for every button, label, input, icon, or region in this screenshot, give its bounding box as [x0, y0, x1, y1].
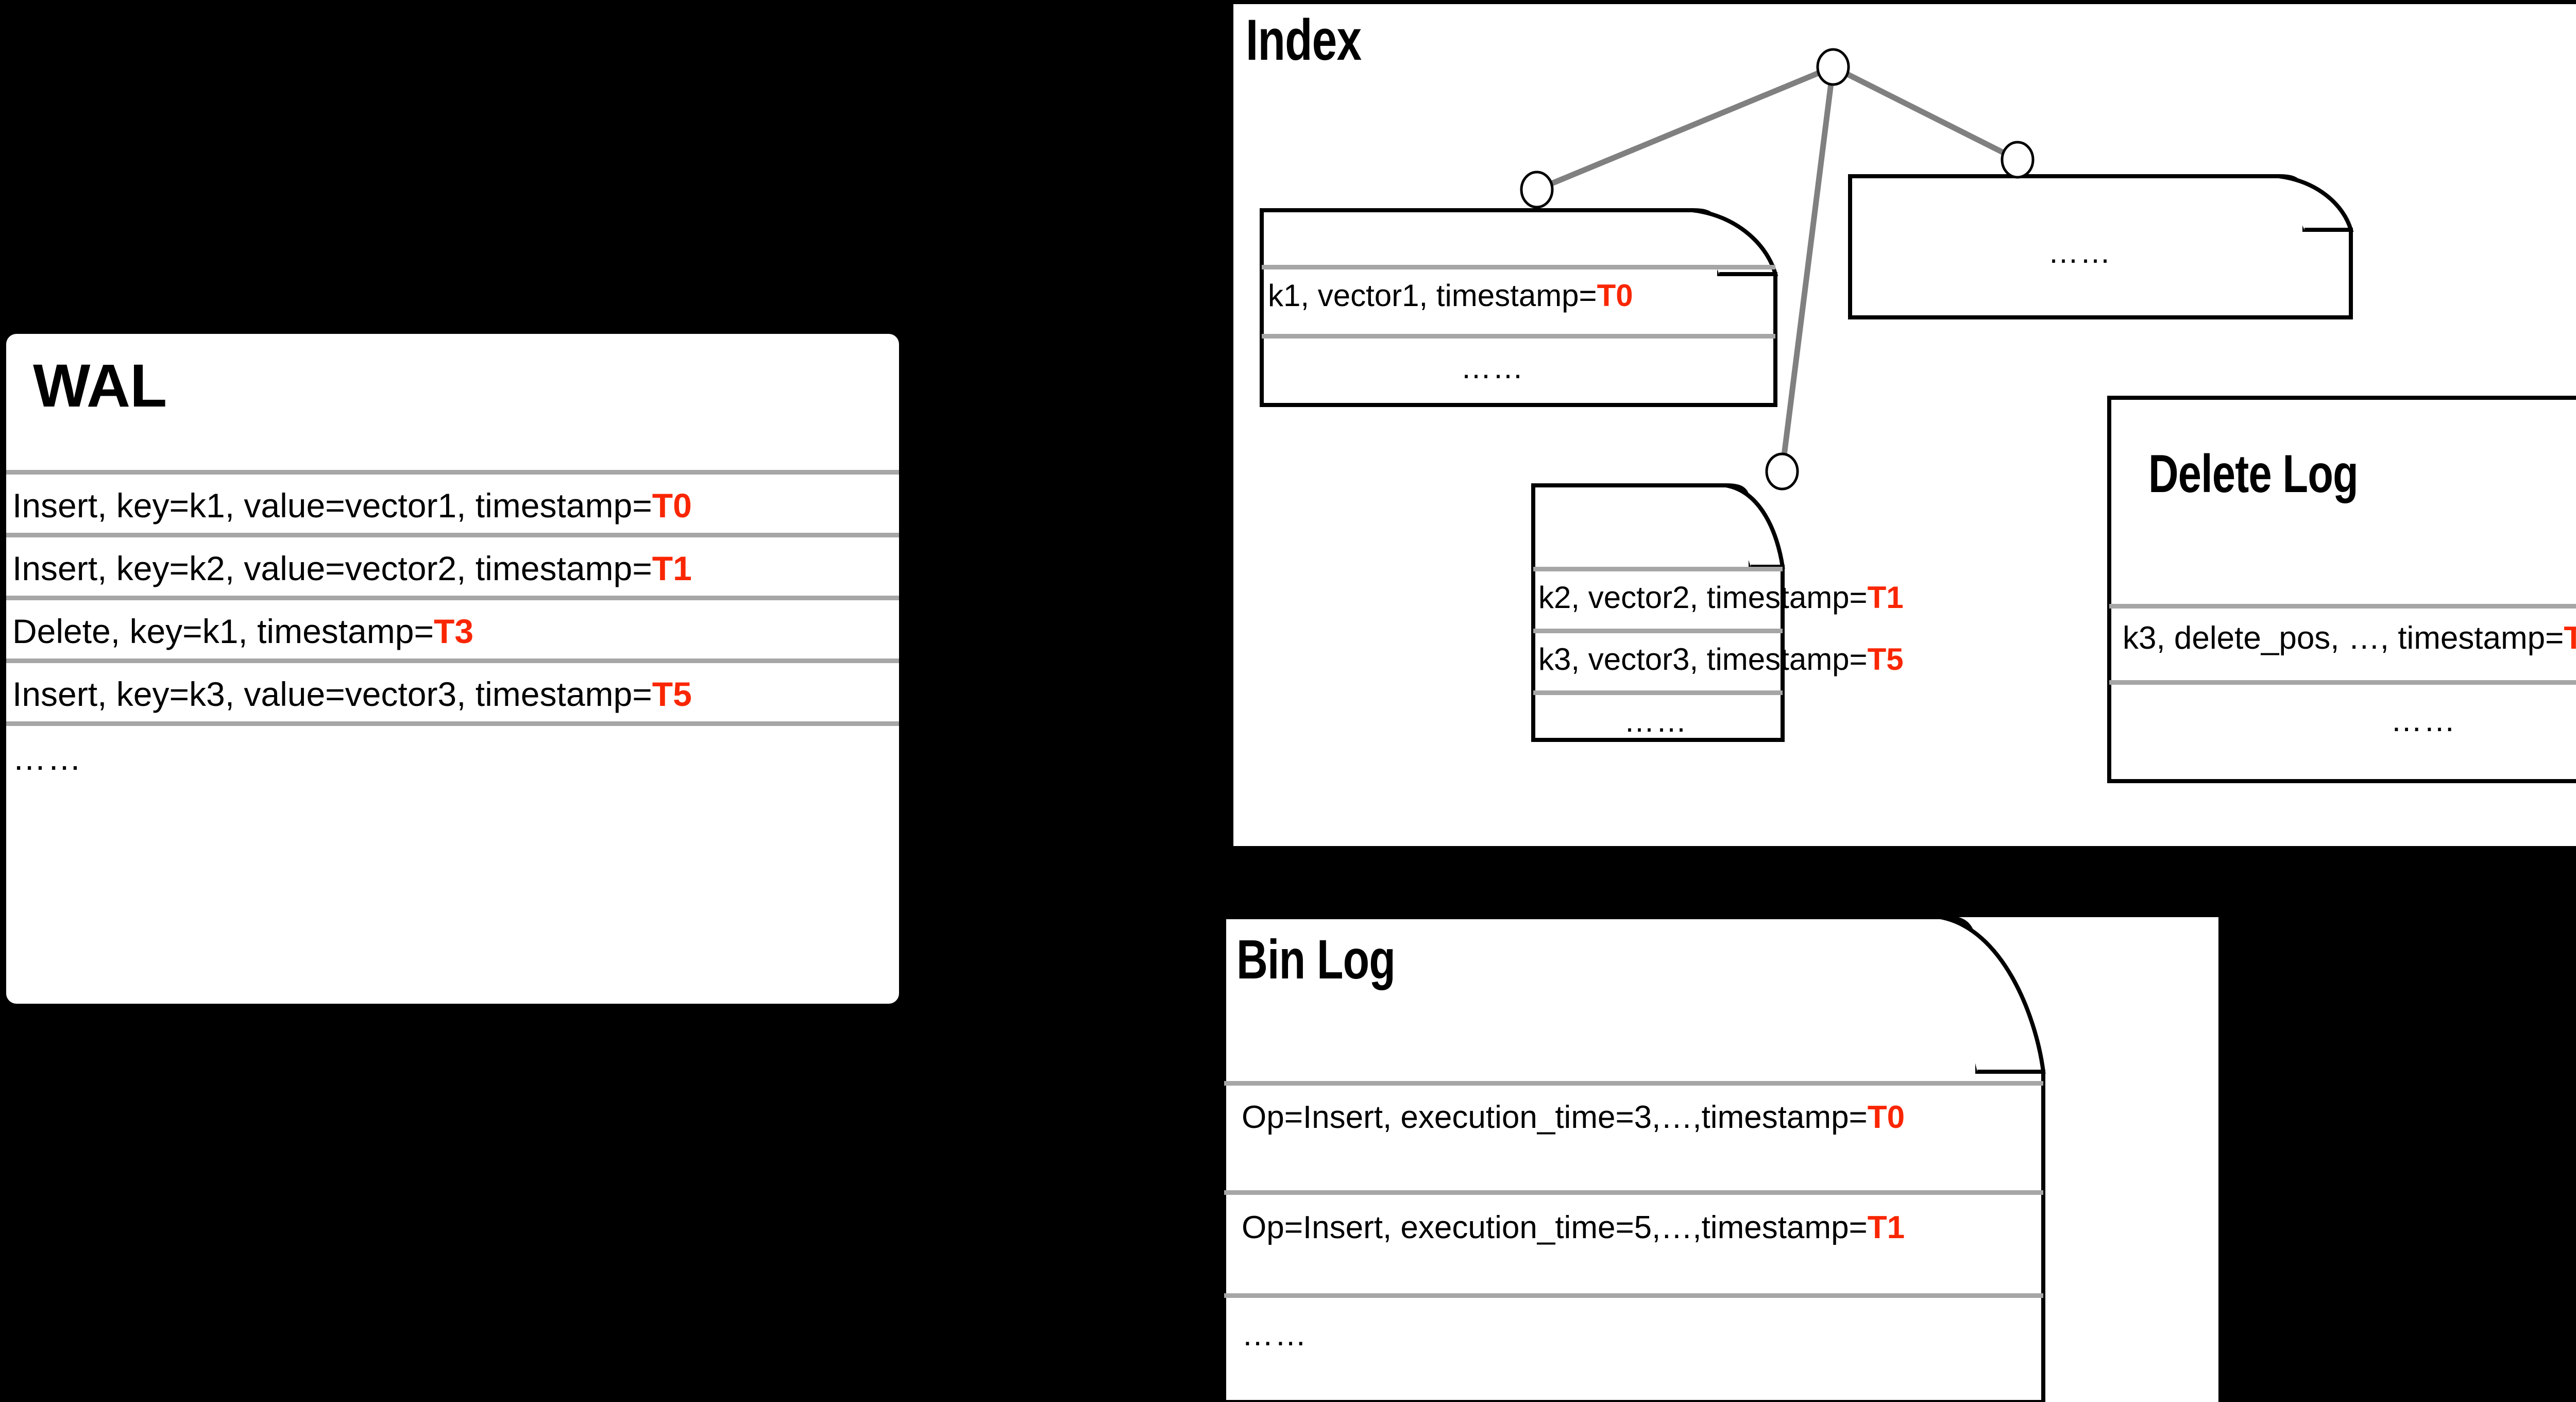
index-node-k2-k3-row-1-text: k3, vector3, timestamp=	[1538, 642, 1868, 677]
bin-log-row-0-text: Op=Insert, execution_time=3,…,timestamp=	[1242, 1100, 1868, 1135]
wal-row-2-timestamp: T3	[434, 612, 474, 650]
delete-log-divider-1	[2109, 680, 2576, 685]
delete-log-panel: Delete Log k3, delete_pos, …, timestamp=…	[2107, 396, 2576, 783]
bin-log-ellipsis: ……	[1242, 1317, 1308, 1353]
wal-row-0: Insert, key=k1, value=vector1, timestamp…	[12, 488, 692, 522]
index-node-k1-row-0-timestamp: T0	[1597, 278, 1633, 313]
index-node-k1-divider-1	[1262, 334, 1775, 339]
wal-divider-4	[6, 721, 899, 726]
wal-row-1-timestamp: T1	[652, 549, 692, 587]
wal-row-3-timestamp: T5	[652, 675, 692, 713]
wal-title: WAL	[33, 352, 167, 420]
bin-log-divider-2	[1224, 1293, 2043, 1298]
wal-row-2-text: Delete, key=k1, timestamp=	[12, 612, 434, 650]
index-node-k2-k3-row-0-timestamp: T1	[1867, 580, 1904, 615]
bin-log-row-1-timestamp: T1	[1867, 1210, 1905, 1245]
index-node-k2-k3-row-0-text: k2, vector2, timestamp=	[1538, 580, 1868, 615]
index-node-more: ……	[1848, 174, 2354, 319]
bin-log-row-1-text: Op=Insert, execution_time=5,…,timestamp=	[1242, 1210, 1868, 1245]
index-node-k2-k3-divider-2	[1533, 690, 1783, 695]
bin-log-panel: Bin Log Op=Insert, execution_time=3,…,ti…	[1222, 915, 2218, 1402]
wal-panel: WAL Insert, key=k1, value=vector1, times…	[6, 334, 899, 1004]
index-node-k2-k3-divider-0	[1533, 567, 1783, 571]
wal-divider-1	[6, 533, 899, 537]
wal-divider-2	[6, 596, 899, 600]
index-node-more-ellipsis: ……	[2048, 235, 2112, 269]
index-node-k2-k3-divider-1	[1533, 629, 1783, 633]
wal-row-0-text: Insert, key=k1, value=vector1, timestamp…	[12, 486, 652, 525]
wal-row-2: Delete, key=k1, timestamp=T3	[12, 614, 473, 648]
index-node-k1: k1, vector1, timestamp=T0 ……	[1260, 208, 1778, 407]
index-node-k2-k3-row-0: k2, vector2, timestamp=T1	[1538, 582, 1904, 613]
wal-row-0-timestamp: T0	[652, 486, 692, 525]
bin-log-row-1: Op=Insert, execution_time=5,…,timestamp=…	[1242, 1212, 1905, 1244]
index-node-k1-ellipsis: ……	[1461, 350, 1524, 385]
bin-log-row-0-timestamp: T0	[1867, 1100, 1905, 1135]
wal-ellipsis: ……	[12, 739, 82, 777]
wal-row-1: Insert, key=k2, value=vector2, timestamp…	[12, 551, 692, 585]
index-node-k2-k3-row-1: k3, vector3, timestamp=T5	[1538, 644, 1904, 675]
index-node-k2-k3-body: k2, vector2, timestamp=T1 k3, vector3, t…	[1531, 483, 1904, 742]
delete-log-title: Delete Log	[2148, 444, 2359, 504]
wal-divider-3	[6, 658, 899, 663]
delete-log-row-0-text: k3, delete_pos, …, timestamp=	[2123, 620, 2564, 656]
wal-row-1-text: Insert, key=k2, value=vector2, timestamp…	[12, 549, 652, 587]
wal-row-3: Insert, key=k3, value=vector3, timestamp…	[12, 677, 692, 711]
wal-divider-0	[6, 470, 899, 475]
delete-log-row-0: k3, delete_pos, …, timestamp=T3	[2123, 622, 2576, 654]
index-node-k1-row-0: k1, vector1, timestamp=T0	[1268, 280, 1633, 311]
bin-log-row-0: Op=Insert, execution_time=3,…,timestamp=…	[1242, 1102, 1905, 1134]
index-node-k1-divider-0	[1262, 265, 1775, 269]
index-title: Index	[1246, 8, 1362, 72]
delete-log-row-0-timestamp: T3	[2564, 620, 2576, 656]
bin-log-divider-0	[1224, 1081, 2043, 1086]
bin-log-title: Bin Log	[1236, 928, 1396, 990]
bin-log-divider-1	[1224, 1190, 2043, 1195]
index-node-k1-row-0-text: k1, vector1, timestamp=	[1268, 278, 1597, 313]
wal-row-3-text: Insert, key=k3, value=vector3, timestamp…	[12, 675, 652, 713]
delete-log-ellipsis: ……	[2391, 703, 2456, 738]
index-node-k2-k3-row-1-timestamp: T5	[1867, 642, 1904, 677]
index-node-k2-k3-ellipsis: ……	[1624, 704, 1688, 738]
delete-log-divider-0	[2109, 604, 2576, 609]
